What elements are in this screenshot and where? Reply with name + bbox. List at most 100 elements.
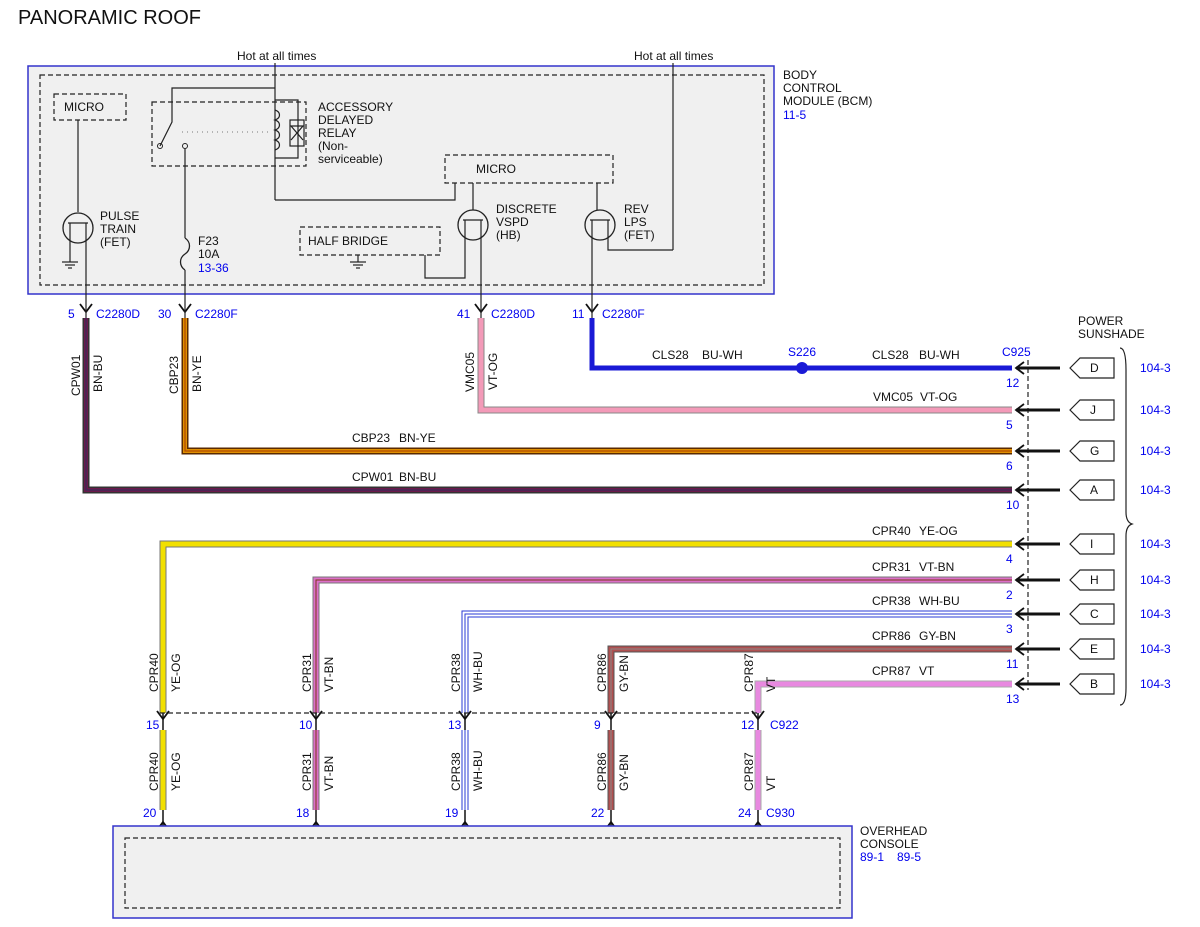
vlabel-cpw01-color: BN-BU (91, 355, 105, 392)
bcm-name-line-2: CONTROL (783, 81, 842, 95)
vlabel-cpr86-upper-circuit: CPR86 (595, 653, 609, 692)
hot-label-right: Hot at all times (634, 49, 713, 63)
relay-box (151, 101, 307, 167)
bcm-conn-c2280d-b: C2280D (491, 307, 535, 321)
hlabel-cpr31-circuit: CPR31 (872, 560, 911, 574)
sunshade-terminal-c (1069, 603, 1115, 625)
pulse-train-fet-symbol (62, 212, 94, 294)
hlabel-cls28-left-circuit: CLS28 (652, 348, 689, 362)
wire-cls28 (589, 318, 1012, 371)
micro-center-label: MICRO (476, 162, 516, 176)
c925-pin-12: 12 (1006, 376, 1020, 390)
sunshade-terminal-letter-d: D (1090, 361, 1099, 375)
sunshade-brace (1119, 347, 1134, 706)
sunshade-terminal-letter-h: H (1090, 573, 1099, 587)
c922-pin-9: 9 (594, 718, 601, 732)
hlabel-cpr86-circuit: CPR86 (872, 629, 911, 643)
pulse-train-line-3: (FET) (100, 235, 131, 249)
hlabel-cpr40-color: YE-OG (919, 524, 958, 538)
vspd-label-line-1: DISCRETE (496, 202, 557, 216)
c922-pin-12: 12 (741, 718, 755, 732)
bcm-pin-11: 11 (572, 307, 585, 321)
sunshade-terminal-letter-b: B (1090, 677, 1098, 691)
bcm-conn-c2280d-a: C2280D (96, 307, 140, 321)
sunshade-terminal-j (1069, 399, 1115, 421)
c930-pin-18: 18 (296, 806, 310, 820)
vlabel-cpr38-upper-circuit: CPR38 (449, 653, 463, 692)
hlabel-cpr38-circuit: CPR38 (872, 594, 911, 608)
bcm-inner-boundary (39, 74, 765, 286)
sunshade-ref-d: 104-3 (1140, 361, 1171, 375)
vlabel-cpr31-upper-circuit: CPR31 (300, 653, 314, 692)
relay-label-line-2: DELAYED (318, 113, 373, 127)
vlabel-cpr40-lower-circuit: CPR40 (147, 752, 161, 791)
bcm-outline (27, 65, 775, 295)
sunshade-ref-h: 104-3 (1140, 573, 1171, 587)
c925-label: C925 (1002, 345, 1031, 359)
vlabel-cpw01-circuit: CPW01 (69, 354, 83, 396)
hlabel-cpr87-circuit: CPR87 (872, 664, 911, 678)
vlabel-cpr87-upper-color: VT (764, 676, 778, 692)
hlabel-cpr40-circuit: CPR40 (872, 524, 911, 538)
hlabel-cpw01-color: BN-BU (399, 470, 436, 484)
sunshade-terminal-letter-e: E (1090, 642, 1098, 656)
hlabel-cpr86-color: GY-BN (919, 629, 956, 643)
c930-pin-20: 20 (143, 806, 157, 820)
c925-pin-10: 10 (1006, 498, 1020, 512)
c925-pin-4: 4 (1006, 552, 1013, 566)
sunshade-terminal-letter-j: J (1090, 403, 1096, 417)
overhead-console-outline (112, 825, 853, 919)
sunshade-terminal-b (1069, 673, 1115, 695)
vlabel-cpr40-lower-color: YE-OG (169, 752, 183, 791)
half-bridge-box (299, 226, 441, 256)
hlabel-cls28-circuit: CLS28 (872, 348, 909, 362)
bcm-pin-arrows (79, 294, 599, 318)
sunshade-terminal-a (1069, 479, 1115, 501)
sunshade-terminal-g (1069, 440, 1115, 462)
vlabel-cbp23-circuit: CBP23 (167, 356, 181, 394)
sunshade-terminal-d (1069, 357, 1115, 379)
wire-cpr40 (159, 540, 1012, 713)
vspd-label-line-3: (HB) (496, 228, 521, 242)
hlabel-vmc05-color: VT-OG (920, 390, 957, 404)
bcm-pin-41: 41 (457, 307, 471, 321)
overhead-console-line-1: OVERHEAD (860, 824, 928, 838)
vlabel-cpr38-lower-circuit: CPR38 (449, 752, 463, 791)
fuse-ref: 13-36 (198, 261, 229, 275)
vlabel-cpr31-lower-color: VT-BN (322, 756, 336, 791)
relay-coil-to-micro-line (275, 183, 456, 201)
wire-cpr38 (461, 610, 1012, 713)
hlabel-cbp23-circuit: CBP23 (352, 431, 390, 445)
rev-lps-label-line-1: REV (624, 202, 649, 216)
power-sunshade-line-1: POWER (1078, 314, 1124, 328)
bcm-ref: 11-5 (783, 108, 806, 122)
sunshade-terminal-letter-a: A (1090, 483, 1098, 497)
relay-label-line-3: RELAY (318, 126, 356, 140)
sunshade-ref-b: 104-3 (1140, 677, 1171, 691)
pulse-train-line-1: PULSE (100, 209, 139, 223)
bcm-pin-5: 5 (68, 307, 75, 321)
vlabel-cpr86-upper-color: GY-BN (617, 655, 631, 692)
rev-lps-fet-symbol (584, 209, 673, 294)
sunshade-terminal-e (1069, 638, 1115, 660)
hlabel-cbp23-color: BN-YE (399, 431, 436, 445)
splice-s226-label: S226 (788, 345, 816, 359)
hlabel-cls28-left-color: BU-WH (702, 348, 743, 362)
fuse-f23-symbol (179, 237, 191, 271)
bcm-conn-c2280f-b: C2280F (602, 307, 645, 321)
vlabel-cpr86-lower-color: GY-BN (617, 754, 631, 791)
c925-pin-3: 3 (1006, 622, 1013, 636)
vlabel-cpr40-upper-color: YE-OG (169, 653, 183, 692)
vlabel-cbp23-color: BN-YE (190, 355, 204, 392)
c930-label: C930 (766, 806, 795, 820)
c925-pin-5: 5 (1006, 418, 1013, 432)
micro-left-label: MICRO (64, 100, 104, 114)
hlabel-cpr31-color: VT-BN (919, 560, 954, 574)
hlabel-cpw01-circuit: CPW01 (352, 470, 394, 484)
bcm-module: BODY CONTROL MODULE (BCM) 11-5 Hot at al… (27, 49, 872, 295)
sunshade-terminal-letter-g: G (1090, 444, 1099, 458)
half-bridge-ground-icon (350, 255, 366, 269)
sunshade-ref-g: 104-3 (1140, 444, 1171, 458)
hlabel-cpr87-color: VT (919, 664, 935, 678)
